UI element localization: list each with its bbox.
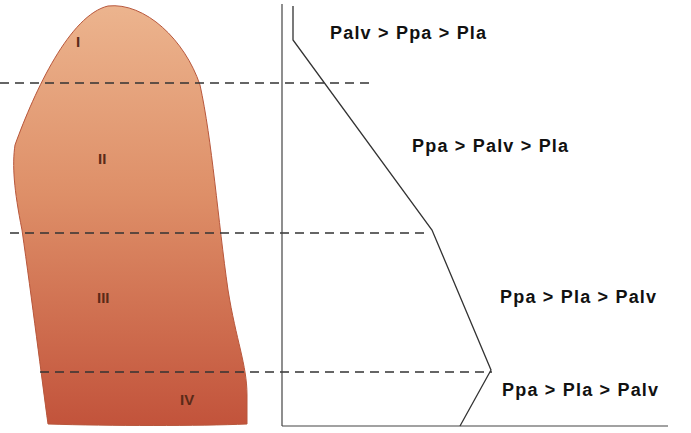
- pressure-relation: Ppa > Pla > Palv: [500, 287, 657, 308]
- zone-label: III: [97, 289, 110, 306]
- pressure-relation: Ppa > Pla > Palv: [502, 380, 659, 401]
- zone-divider: [10, 232, 430, 233]
- zone-divider: [0, 82, 370, 83]
- zone-label: II: [98, 150, 106, 167]
- graph-axis: [282, 425, 668, 426]
- zone-divider: [40, 371, 492, 372]
- pressure-relation: Ppa > Palv > Pla: [412, 136, 569, 157]
- pressure-relation: Palv > Ppa > Pla: [330, 23, 487, 44]
- flow-curve: [293, 6, 491, 426]
- zone-label: IV: [180, 391, 194, 408]
- graph-axis: [281, 4, 282, 426]
- lung-outline: [14, 6, 247, 426]
- zone-label: I: [76, 33, 80, 50]
